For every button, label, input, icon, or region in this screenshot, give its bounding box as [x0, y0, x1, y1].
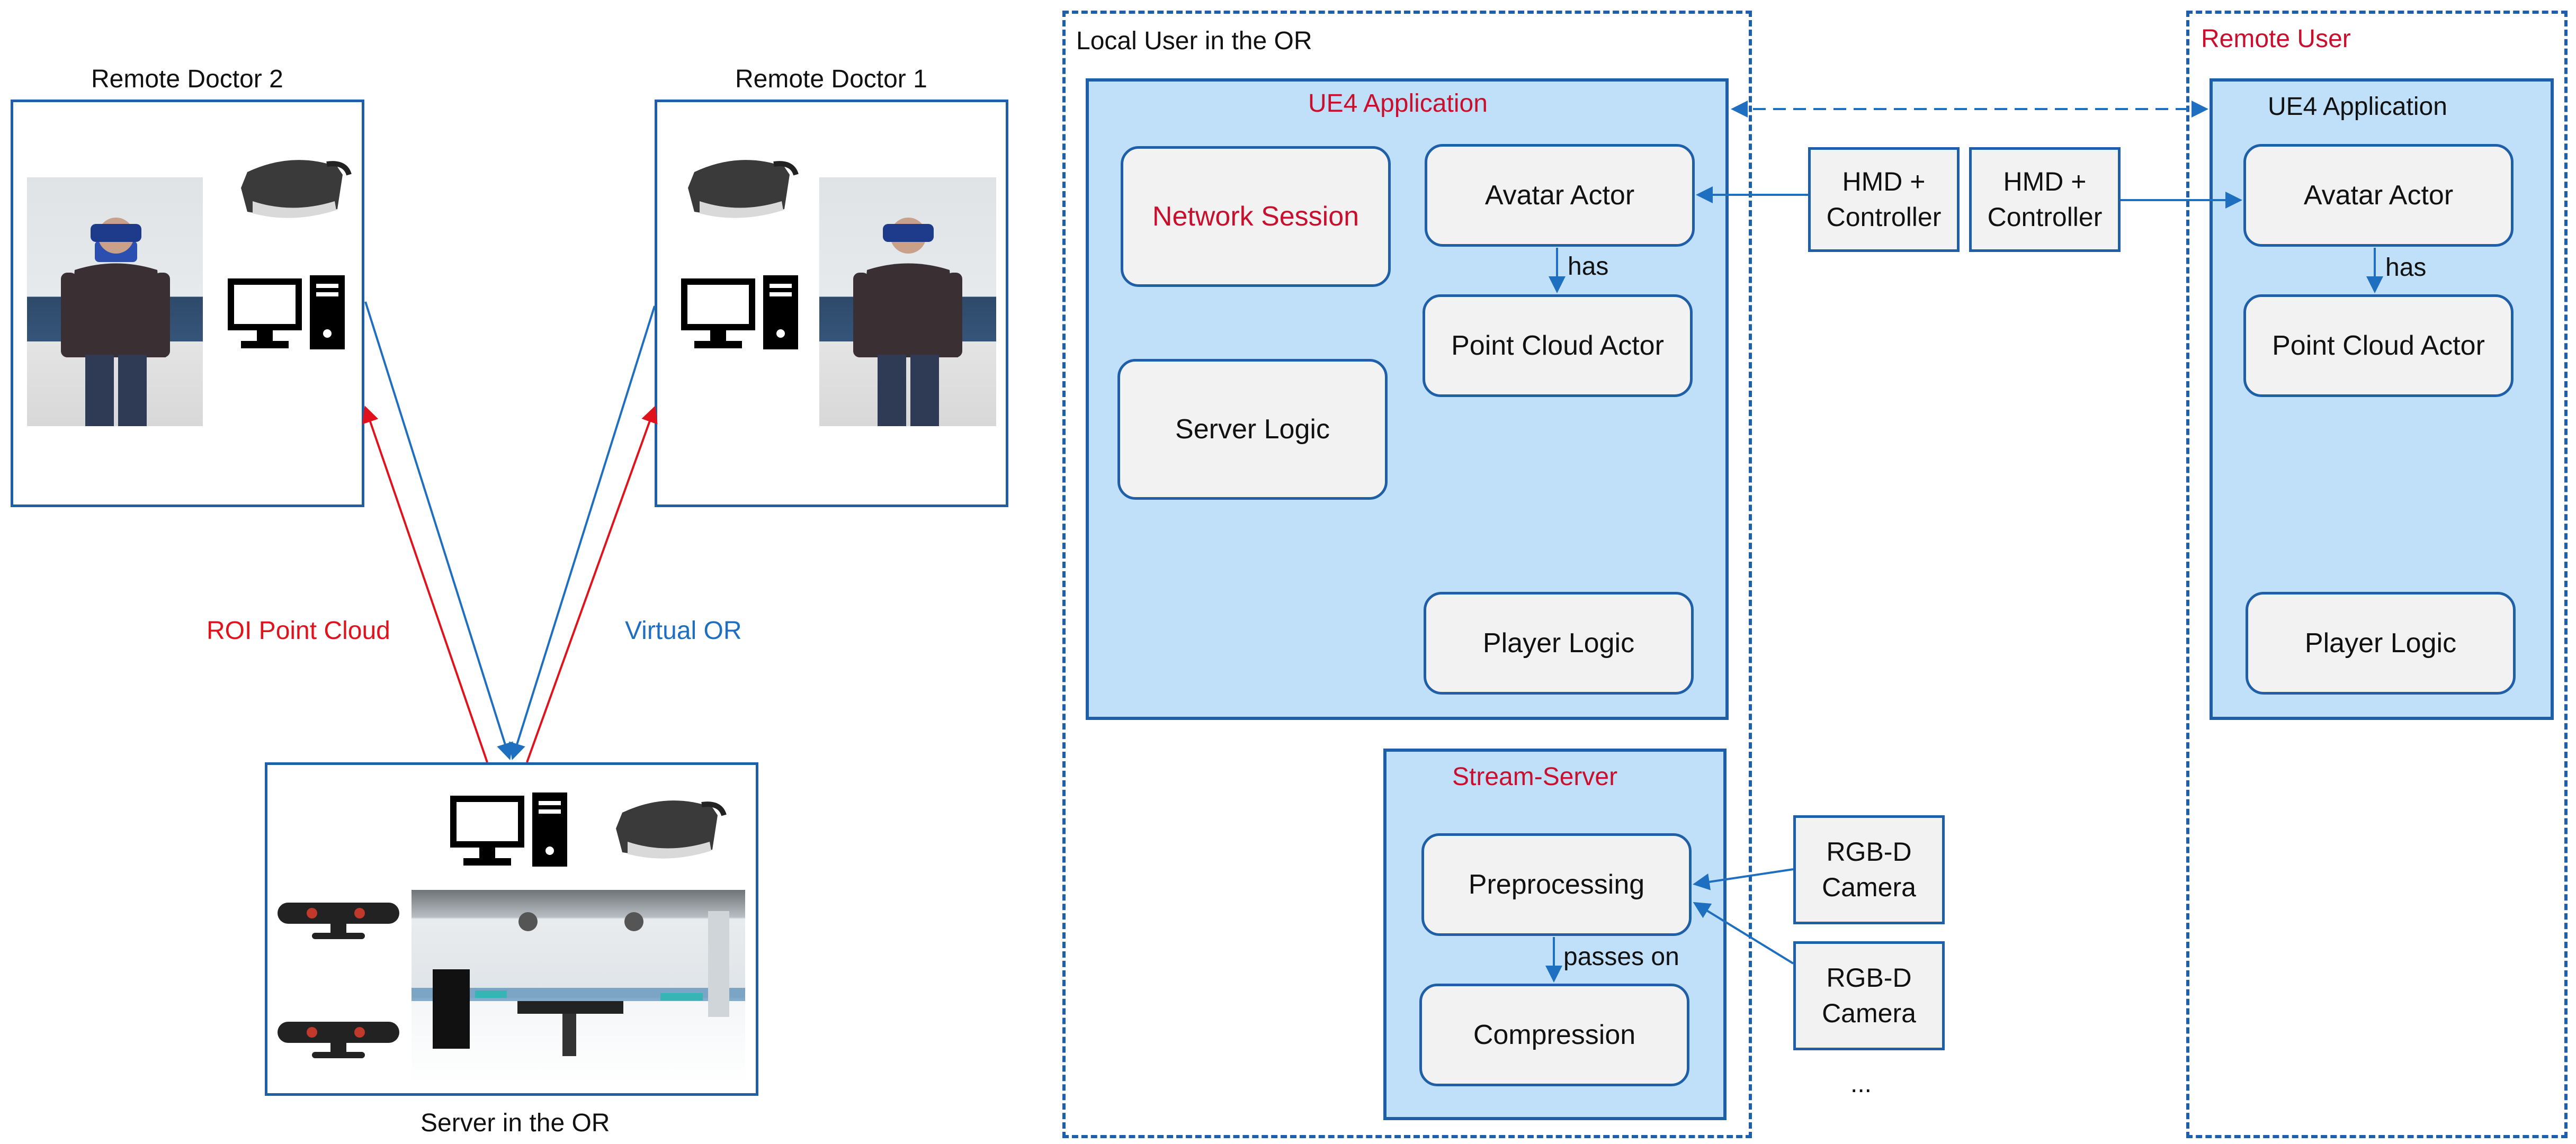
point-cloud-actor-label: Point Cloud Actor — [1451, 330, 1664, 361]
local-user-container — [1062, 11, 1752, 1138]
depth-camera-icon — [278, 1022, 399, 1058]
stream-server-title: Stream-Server — [1452, 763, 1618, 791]
avatar-actor-label: Avatar Actor — [2303, 180, 2454, 211]
server-logic-label: Server Logic — [1175, 414, 1330, 445]
local-has-label: has — [1568, 253, 1609, 281]
remote-user-title: Remote User — [2201, 25, 2351, 53]
hmd-line1: HMD + — [2003, 166, 2087, 196]
local-player-logic-node: Player Logic — [1424, 592, 1694, 695]
hmd-controller-remote-box: HMD + Controller — [1969, 147, 2121, 252]
remote-point-cloud-actor-node: Point Cloud Actor — [2243, 294, 2514, 397]
network-session-label: Network Session — [1152, 201, 1359, 232]
player-logic-label: Player Logic — [2304, 628, 2457, 659]
server-in-or-title: Server in the OR — [421, 1109, 610, 1137]
camera-line1: RGB-D — [1826, 962, 1912, 993]
remote-avatar-actor-node: Avatar Actor — [2243, 144, 2514, 247]
remote-ue4-app-title: UE4 Application — [2268, 93, 2447, 121]
server-logic-node: Server Logic — [1117, 359, 1388, 500]
remote-doctor-1-title: Remote Doctor 1 — [735, 65, 927, 93]
camera-line2: Camera — [1822, 998, 1916, 1028]
hmd-line2: Controller — [1826, 202, 1942, 232]
local-user-title: Local User in the OR — [1076, 27, 1312, 55]
desktop-computer-icon — [681, 275, 798, 349]
preprocessing-node: Preprocessing — [1421, 833, 1692, 936]
hmd-controller-local-box: HMD + Controller — [1808, 147, 1960, 252]
point-cloud-actor-label: Point Cloud Actor — [2272, 330, 2485, 361]
local-avatar-actor-node: Avatar Actor — [1425, 144, 1695, 247]
remote-player-logic-node: Player Logic — [2246, 592, 2516, 695]
remote-has-label: has — [2385, 254, 2427, 282]
desktop-computer-icon — [228, 275, 345, 349]
player-logic-label: Player Logic — [1482, 628, 1635, 659]
operating-room-render — [412, 890, 745, 1085]
vr-headset-icon — [241, 160, 352, 218]
roi-point-cloud-label: ROI Point Cloud — [207, 617, 390, 645]
server-in-or-box — [265, 762, 758, 1096]
avatar-actor-label: Avatar Actor — [1484, 180, 1635, 211]
local-ue4-app-title: UE4 Application — [1308, 89, 1488, 118]
remote-user-container — [2186, 11, 2568, 1138]
passes-on-label: passes on — [1563, 943, 1679, 971]
virtual-or-label: Virtual OR — [625, 617, 742, 645]
rgbd-camera-1-box: RGB-D Camera — [1793, 815, 1945, 924]
camera-line2: Camera — [1822, 872, 1916, 902]
local-point-cloud-actor-node: Point Cloud Actor — [1423, 294, 1693, 397]
vr-headset-icon — [688, 160, 799, 218]
remote-doctor-2-box — [11, 100, 364, 507]
vr-user-photo — [819, 177, 996, 426]
vr-headset-icon — [616, 800, 727, 859]
desktop-computer-icon — [450, 792, 567, 867]
more-cameras-ellipsis: ... — [1850, 1070, 1872, 1098]
depth-camera-icon — [278, 903, 399, 939]
compression-node: Compression — [1419, 984, 1689, 1086]
compression-label: Compression — [1473, 1020, 1636, 1050]
remote-doctor-2-title: Remote Doctor 2 — [91, 65, 283, 93]
remote-doctor-1-box — [655, 100, 1008, 507]
rgbd-camera-2-box: RGB-D Camera — [1793, 941, 1945, 1050]
hmd-line2: Controller — [1987, 202, 2103, 232]
vr-user-photo — [27, 177, 203, 426]
preprocessing-label: Preprocessing — [1468, 869, 1645, 900]
network-session-node: Network Session — [1121, 146, 1391, 287]
camera-line1: RGB-D — [1826, 836, 1912, 867]
hmd-line1: HMD + — [1842, 166, 1926, 196]
